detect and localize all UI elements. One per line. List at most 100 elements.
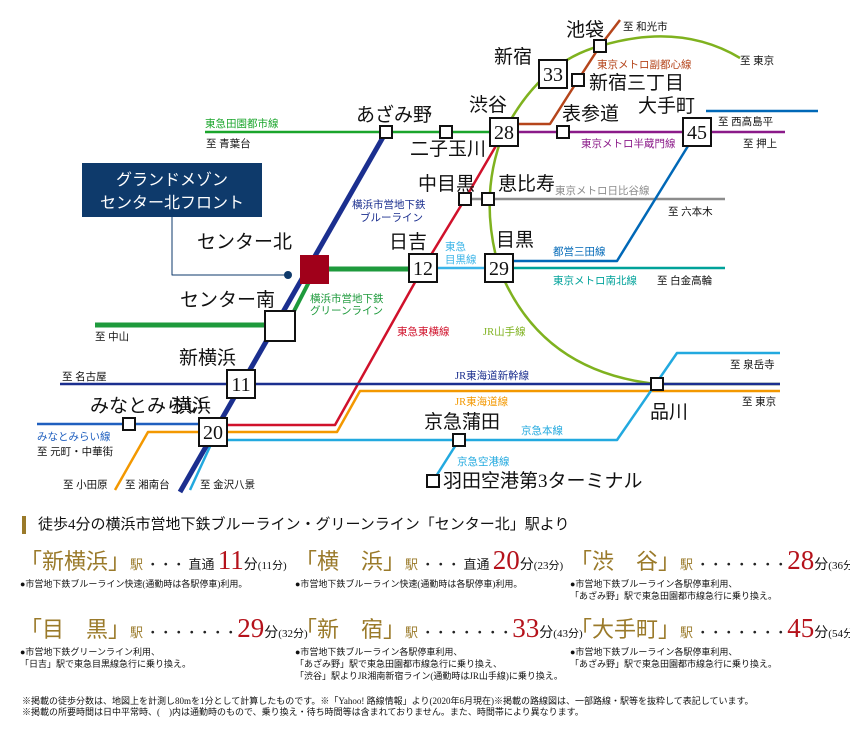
destination-label: 至 名古屋 <box>62 370 107 383</box>
route-rush-time: (32分) <box>278 628 308 640</box>
route-entry: 「大手町」駅 ・・・・・・・45分(54分)●市営地下鉄ブルーライン各駅停車利用… <box>570 614 850 670</box>
route-time: 28 <box>787 545 815 575</box>
station-center-kita-marker[interactable] <box>300 255 329 284</box>
route-note: ●市営地下鉄グリーンライン利用、 「日吉」駅で東急目黒線急行に乗り換え。 <box>20 647 192 669</box>
line-label: 横浜市営地下鉄 <box>310 292 384 305</box>
route-station: 「目 黒」 <box>20 617 131 642</box>
route-unit: 分 <box>814 558 829 573</box>
line-label: 東急東横線 <box>397 325 450 338</box>
station-meguro-box[interactable]: 29 <box>484 253 514 283</box>
line-label: 横浜市営地下鉄 <box>352 198 426 211</box>
route-eki: 駅 <box>680 625 694 640</box>
station-name: 中目黒 <box>418 173 475 195</box>
destination-label: 至 青葉台 <box>206 137 251 150</box>
line-mita <box>499 109 818 263</box>
route-unit: 分 <box>814 626 829 641</box>
line-label: 都営三田線 <box>553 245 606 258</box>
route-note: ●市営地下鉄ブルーライン快速(通勤時は各駅停車)利用。 <box>295 579 523 589</box>
minutes-shinjuku: 33 <box>543 64 563 86</box>
destination-label: 至 東京 <box>740 54 774 67</box>
line-label: 京急空港線 <box>457 455 510 468</box>
route-entry: 「横 浜」駅 ・・・ 直通 20分(23分)●市営地下鉄ブルーライン快速(通勤時… <box>295 546 575 590</box>
route-leader: ・・・・・・・ <box>693 625 788 640</box>
station-shinjuku3-box[interactable] <box>571 73 585 87</box>
line-label: 東急 <box>445 240 466 253</box>
station-shinagawa-box[interactable] <box>650 377 664 391</box>
line-label: ブルーライン <box>360 211 423 224</box>
route-unit: 分 <box>243 558 258 573</box>
route-map: グランドメゾン センター北フロント 11 20 12 29 28 33 45 セ… <box>37 19 818 494</box>
station-name: 表参道 <box>562 103 619 125</box>
minutes-yokohama: 20 <box>203 422 223 444</box>
station-name: 大手町 <box>638 95 695 117</box>
station-name: 日吉 <box>389 231 427 253</box>
station-otemachi-box[interactable]: 45 <box>682 117 712 147</box>
route-time: 29 <box>237 613 265 643</box>
station-haneda-box[interactable] <box>426 474 440 488</box>
line-green-line <box>95 266 423 328</box>
route-unit: 分 <box>539 626 554 641</box>
line-label: 東京メトロ南北線 <box>553 274 637 287</box>
station-minatomirai-box[interactable] <box>122 417 136 431</box>
footnotes: ※掲載の徒歩分数は、地図上を計測し80mを1分として計算したものです。※「Yah… <box>22 696 754 718</box>
destination-label: 至 泉岳寺 <box>730 358 775 371</box>
route-note: ●市営地下鉄ブルーライン快速(通勤時は各駅停車)利用。 <box>20 579 248 589</box>
station-omotesando-box[interactable] <box>556 125 570 139</box>
route-unit: 分 <box>519 558 534 573</box>
destination-label: 至 和光市 <box>623 20 668 33</box>
station-hiyoshi-box[interactable]: 12 <box>408 253 438 283</box>
line-label: JR東海道新幹線 <box>455 369 530 382</box>
station-shin-yokohama-box[interactable]: 11 <box>226 369 256 399</box>
property-label-box <box>82 163 262 217</box>
route-station: 「渋 谷」 <box>570 549 681 574</box>
station-name: 京急蒲田 <box>424 411 500 433</box>
minutes-hiyoshi: 12 <box>413 258 433 280</box>
station-name: 羽田空港第3ターミナル <box>443 470 643 492</box>
line-label: 東京メトロ副都心線 <box>597 58 692 71</box>
station-name: あざみ野 <box>356 103 432 126</box>
station-name: みなとみらい <box>90 396 204 417</box>
station-name: 恵比寿 <box>498 173 555 195</box>
line-label: グリーンライン <box>310 304 383 317</box>
destination-label: 至 東京 <box>742 395 776 408</box>
route-time: 11 <box>217 545 244 575</box>
footnote: ※掲載の所要時間は日中平常時、( )内は通勤時のもので、乗り換え・待ち時間等は含… <box>22 707 584 717</box>
station-name: 新宿三丁目 <box>589 72 684 94</box>
route-note: ●市営地下鉄ブルーライン各駅停車利用、 「あざみ野」駅で東急田園都市線急行に乗り… <box>295 647 563 681</box>
route-eki: 駅 <box>130 625 144 640</box>
station-azamino-box[interactable] <box>379 125 393 139</box>
property-name-2: センター北フロント <box>100 194 244 212</box>
station-name: 渋谷 <box>469 94 507 116</box>
station-name: 横浜 <box>173 395 211 417</box>
route-unit: 分 <box>264 626 279 641</box>
station-shinjuku-box[interactable]: 33 <box>538 59 568 89</box>
station-ebisu-box[interactable] <box>481 192 495 206</box>
route-leader: ・・・・・・・ <box>143 625 238 640</box>
destination-label: 至 白金高輪 <box>657 274 713 287</box>
station-nakameguro-box[interactable] <box>458 192 472 206</box>
minutes-shin-yokohama: 11 <box>231 374 250 396</box>
station-futako-box[interactable] <box>439 125 453 139</box>
access-heading: 徒歩4分の横浜市営地下鉄ブルーライン・グリーンライン「センター北」駅より <box>22 516 569 534</box>
route-entry: 「渋 谷」駅 ・・・・・・・28分(36分)●市営地下鉄ブルーライン各駅停車利用… <box>570 546 850 602</box>
station-ikebukuro-box[interactable] <box>593 39 607 53</box>
route-eki: 駅 <box>405 557 419 572</box>
station-name: 品川 <box>650 402 688 423</box>
route-time: 20 <box>492 545 520 575</box>
destination-label: 至 押上 <box>743 137 777 150</box>
destination-label: 至 六本木 <box>668 205 713 218</box>
station-center-minami-box[interactable] <box>264 310 296 342</box>
station-kamata-box[interactable] <box>452 433 466 447</box>
route-leader: ・・・ 直通 <box>418 557 493 572</box>
route-entry: 「目 黒」駅 ・・・・・・・29分(32分) ●市営地下鉄グリーンライン利用、 「… <box>20 613 308 670</box>
footnote: ※掲載の徒歩分数は、地図上を計測し80mを1分として計算したものです。※「Yah… <box>22 696 754 706</box>
station-name: 目黒 <box>496 230 534 251</box>
line-label: JR東海道線 <box>455 395 509 408</box>
route-time: 45 <box>787 613 815 643</box>
line-label: 東京メトロ半蔵門線 <box>581 137 676 150</box>
station-yokohama-box[interactable]: 20 <box>198 417 228 447</box>
route-leader: ・・・・・・・ <box>693 557 788 572</box>
property-dot <box>284 271 292 279</box>
minutes-otemachi: 45 <box>687 122 707 144</box>
station-shibuya-box[interactable]: 28 <box>489 117 519 147</box>
